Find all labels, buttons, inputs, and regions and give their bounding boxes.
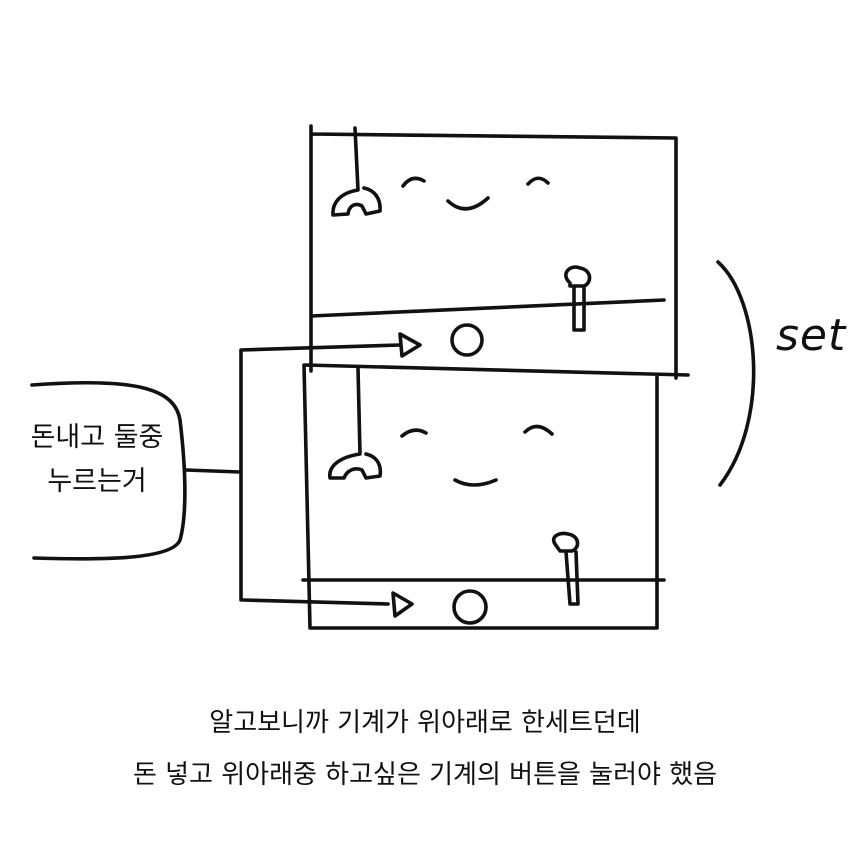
- side-note-line-1: 돈내고 둘중: [30, 422, 164, 453]
- side-note-bubble: [30, 380, 187, 561]
- upper-machine: [309, 124, 678, 380]
- upper-smiley-face-icon: [401, 176, 550, 211]
- lower-coin-slot-icon: [452, 589, 488, 625]
- upper-coin-slot-icon: [450, 323, 484, 357]
- lower-lever-icon: [551, 531, 580, 606]
- lower-arrow-icon: [391, 591, 414, 618]
- upper-machine-body: [309, 124, 678, 380]
- pointer-bracket: [184, 332, 422, 618]
- upper-lever-icon: [564, 265, 592, 332]
- set-label: set: [776, 310, 847, 361]
- caption-line-1: 알고보니까 기계가 위아래로 한세트던데: [209, 708, 641, 738]
- lower-wrench-icon: [328, 366, 383, 480]
- side-note-line-2: 누르는거: [47, 466, 147, 497]
- set-bracket: [716, 260, 756, 487]
- lower-smiley-face-icon: [400, 424, 554, 487]
- upper-arrow-icon: [398, 332, 422, 358]
- lower-machine: [301, 363, 690, 630]
- caption-line-2: 돈 넣고 위아래중 하고싶은 기계의 버튼을 눌러야 했음: [132, 760, 718, 790]
- lower-machine-body: [301, 363, 690, 630]
- upper-wrench-icon: [331, 126, 382, 217]
